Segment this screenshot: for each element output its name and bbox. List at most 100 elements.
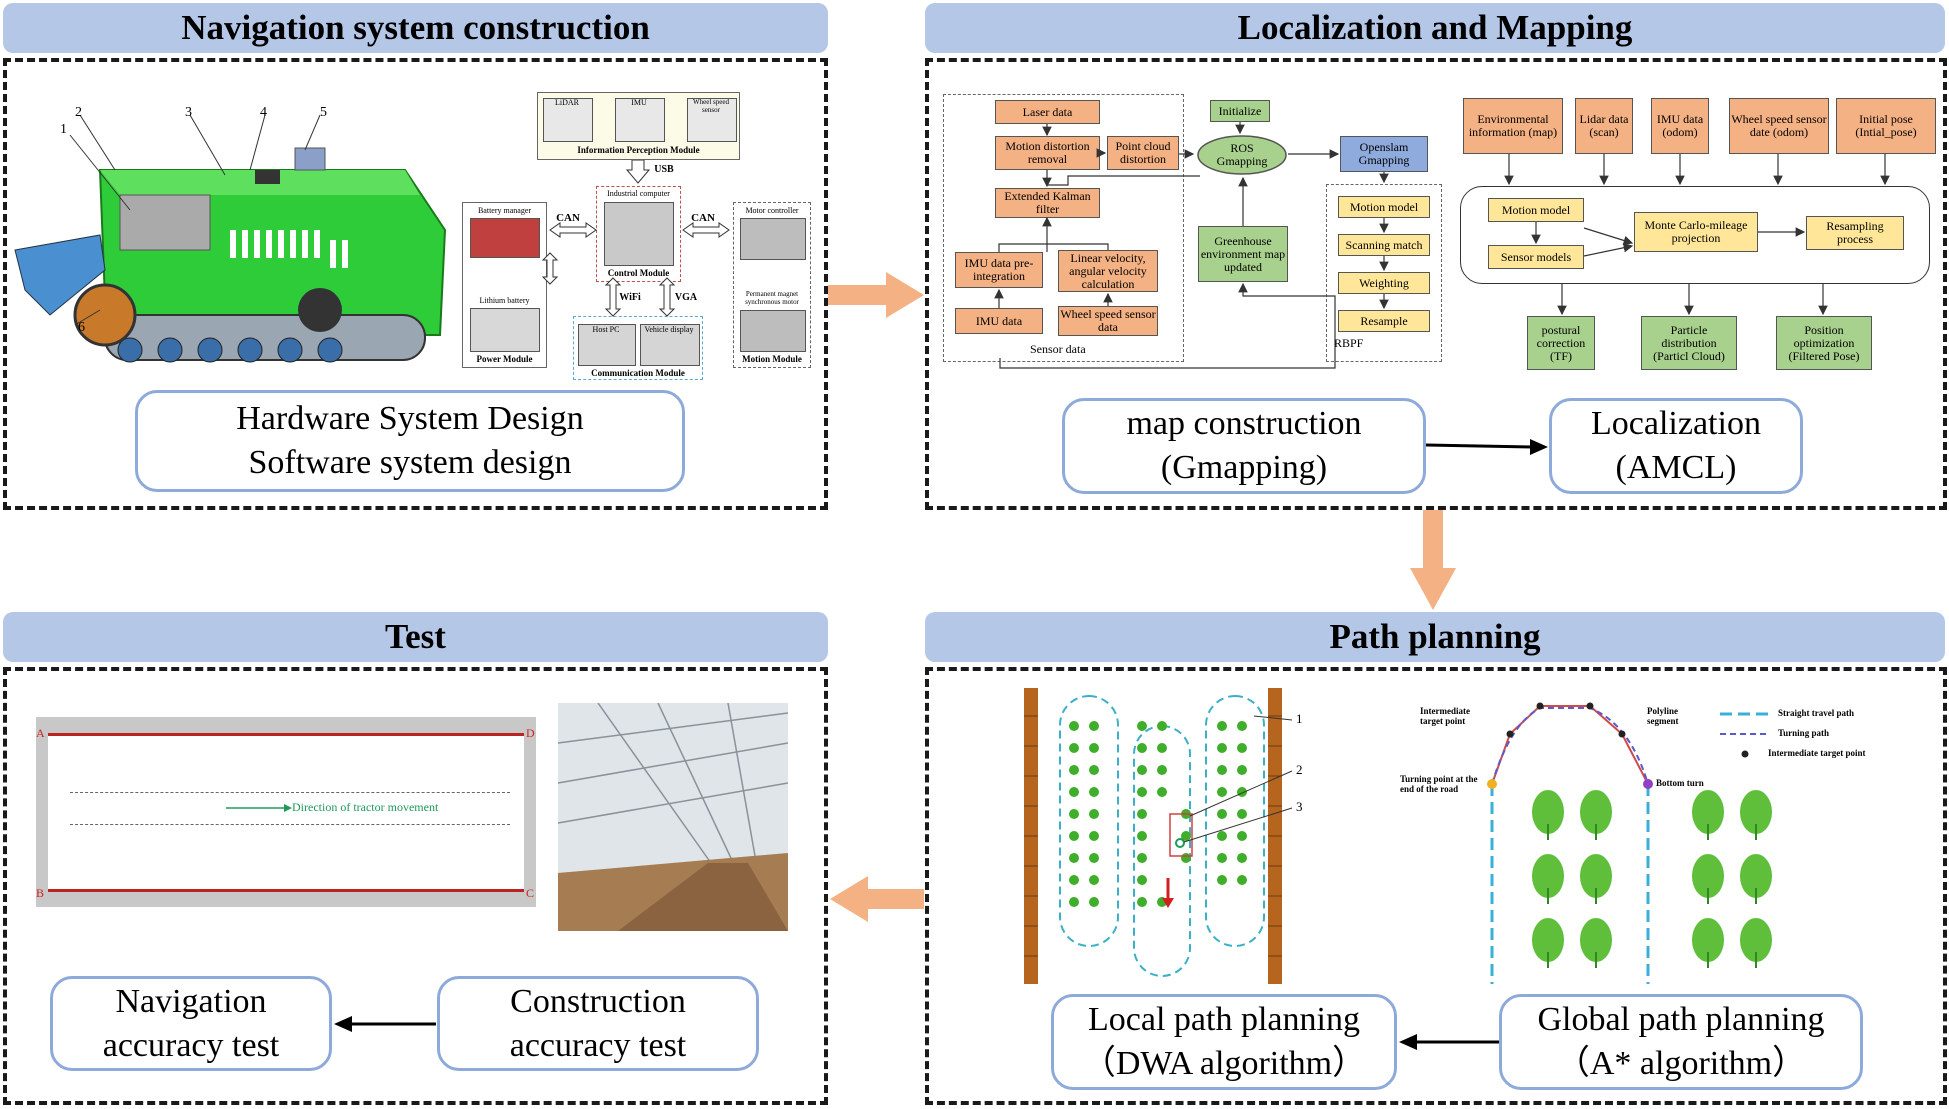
caption-hardware-software: Hardware System Design Software system d… bbox=[135, 390, 685, 492]
point-cloud-box: Point cloud distortion bbox=[1107, 136, 1179, 170]
panel-path-planning bbox=[925, 667, 1947, 1105]
particle-distribution-box: Particle distribution (Particl Cloud) bbox=[1641, 316, 1737, 370]
robot-label-6: 6 bbox=[78, 320, 85, 335]
caption-map-construction-sub: (Gmapping) bbox=[1160, 449, 1328, 486]
caption-localization-title: Localization bbox=[1591, 405, 1761, 442]
robot-label-3: 3 bbox=[185, 105, 192, 120]
turning-point-label: Turning point at the end of the road bbox=[1400, 774, 1478, 794]
caption-navigation-accuracy: Navigation accuracy test bbox=[50, 976, 332, 1071]
ekf-box: Extended Kalman filter bbox=[995, 188, 1100, 218]
wheel-sensor-image bbox=[687, 98, 737, 142]
motor-controller-label: Motor controller bbox=[745, 206, 799, 215]
caption-local-path-title: Local path planning bbox=[1088, 1001, 1360, 1038]
communication-module-label: Communication Module bbox=[591, 368, 685, 378]
power-module-label: Power Module bbox=[476, 354, 533, 364]
robot-illustration bbox=[14, 114, 447, 363]
lithium-battery-label: Lithium battery bbox=[479, 296, 530, 305]
vehicle-display-label: Vehicle display bbox=[644, 325, 694, 334]
loc-connectors bbox=[994, 122, 1890, 369]
corner-c: C bbox=[526, 886, 535, 900]
lidar-scan-box: Lidar data (scan) bbox=[1575, 98, 1633, 154]
panel-localization-mapping bbox=[925, 58, 1947, 510]
vga-label: VGA bbox=[674, 292, 698, 303]
resample-box: Resample bbox=[1338, 310, 1430, 332]
test-map-dashed-line-2 bbox=[70, 824, 510, 825]
test-map-field bbox=[48, 733, 524, 891]
battery-manager-image bbox=[470, 218, 540, 258]
linear-velocity-box: Linear velocity, angular velocity calcul… bbox=[1058, 250, 1158, 292]
caption-localization: Localization (AMCL) bbox=[1549, 398, 1803, 494]
robot-label-2: 2 bbox=[75, 105, 82, 120]
usb-arrow bbox=[626, 160, 650, 184]
industrial-computer-image bbox=[604, 202, 674, 266]
laser-data-box: Laser data bbox=[995, 100, 1100, 124]
caption-navigation-accuracy-1: Navigation bbox=[115, 982, 267, 1020]
initial-pose-box: Initial pose (Intial_pose) bbox=[1836, 98, 1936, 154]
caption-software-design: Software system design bbox=[248, 444, 572, 481]
caption-local-path: Local path planning （DWA algorithm） bbox=[1051, 994, 1397, 1090]
direction-label: Direction of tractor movement bbox=[292, 800, 439, 814]
host-pc-label: Host PC bbox=[592, 325, 620, 334]
corner-d: D bbox=[526, 726, 535, 740]
amcl-motion-model-box: Motion model bbox=[1488, 198, 1584, 222]
imu-image bbox=[615, 98, 665, 142]
header-localization-mapping: Localization and Mapping bbox=[925, 3, 1945, 53]
lithium-battery-image bbox=[470, 308, 540, 352]
caption-navigation-accuracy-2: accuracy test bbox=[102, 1026, 280, 1064]
ros-gmapping-label: ROS Gmapping bbox=[1216, 141, 1268, 168]
caption-hardware-design: Hardware System Design bbox=[236, 400, 584, 437]
caption-map-construction: map construction (Gmapping) bbox=[1062, 398, 1426, 494]
ros-gmapping-ellipse bbox=[1197, 135, 1287, 175]
field-marker-2: 2 bbox=[1296, 762, 1303, 777]
header-test: Test bbox=[3, 612, 828, 662]
caption-map-construction-title: map construction bbox=[1126, 405, 1362, 442]
test-map-top-edge bbox=[48, 733, 524, 736]
legend-intermediate-label: Intermediate target point bbox=[1768, 748, 1866, 758]
can-right-label: CAN bbox=[691, 212, 715, 224]
global-path-diagram bbox=[1487, 702, 1772, 984]
postural-correction-box: postural correction (TF) bbox=[1527, 316, 1595, 370]
intermediate-target-label: Intermediate target point bbox=[1420, 706, 1470, 726]
imu-label: IMU bbox=[631, 98, 647, 107]
test-map-dashed-line-1 bbox=[70, 792, 510, 793]
caption-global-path-title: Global path planning bbox=[1537, 1001, 1825, 1038]
wheel-odom-box: Wheel speed sensor date (odom) bbox=[1729, 98, 1829, 154]
flow-arrow-right bbox=[828, 272, 924, 318]
pmsm-image bbox=[740, 310, 806, 352]
flow-arrow-down bbox=[1410, 510, 1456, 610]
robot-label-1: 1 bbox=[60, 122, 67, 137]
caption-local-path-sub: （DWA algorithm） bbox=[1081, 1045, 1367, 1082]
caption-localization-sub: (AMCL) bbox=[1615, 449, 1737, 486]
caption-construction-accuracy-1: Construction bbox=[510, 982, 686, 1020]
motor-controller-image bbox=[740, 218, 806, 260]
legend-straight-label: Straight travel path bbox=[1778, 708, 1854, 718]
legend-turning-label: Turning path bbox=[1778, 728, 1829, 738]
header-path-planning: Path planning bbox=[925, 612, 1945, 662]
direction-arrow bbox=[226, 804, 292, 812]
caption-construction-accuracy: Construction accuracy test bbox=[437, 976, 759, 1071]
map-to-localization-arrow bbox=[1426, 439, 1548, 455]
scanning-match-box: Scanning match bbox=[1338, 234, 1430, 256]
panel-test bbox=[3, 667, 828, 1105]
header-nav-system: Navigation system construction bbox=[3, 3, 828, 53]
can-left-label: CAN bbox=[556, 212, 580, 224]
caption-construction-accuracy-2: accuracy test bbox=[509, 1026, 687, 1064]
hw-connectors bbox=[541, 222, 730, 317]
corner-a: A bbox=[36, 726, 45, 740]
sensor-data-label: Sensor data bbox=[1030, 342, 1086, 356]
caption-global-path-sub: （A* algorithm） bbox=[1555, 1045, 1807, 1082]
imu-data-box: IMU data bbox=[955, 308, 1043, 334]
construction-to-navigation-arrow bbox=[334, 1016, 436, 1032]
field-marker-3: 3 bbox=[1296, 799, 1303, 814]
polyline-segment-label: Polyline segment bbox=[1647, 706, 1679, 726]
env-info-box: Environmental information (map) bbox=[1463, 98, 1563, 154]
monte-carlo-box: Monte Carlo-mileage projection bbox=[1634, 212, 1758, 252]
motion-module-label: Motion Module bbox=[742, 354, 802, 364]
openslam-box: Openslam Gmapping bbox=[1340, 136, 1428, 172]
host-pc-image bbox=[578, 324, 636, 366]
vehicle-display-image bbox=[640, 324, 700, 366]
rbpf-motion-model-box: Motion model bbox=[1338, 196, 1430, 218]
battery-manager-label: Battery manager bbox=[477, 206, 532, 215]
bottom-turn-label: Bottom turn bbox=[1656, 778, 1704, 788]
flow-arrow-left bbox=[830, 876, 924, 922]
